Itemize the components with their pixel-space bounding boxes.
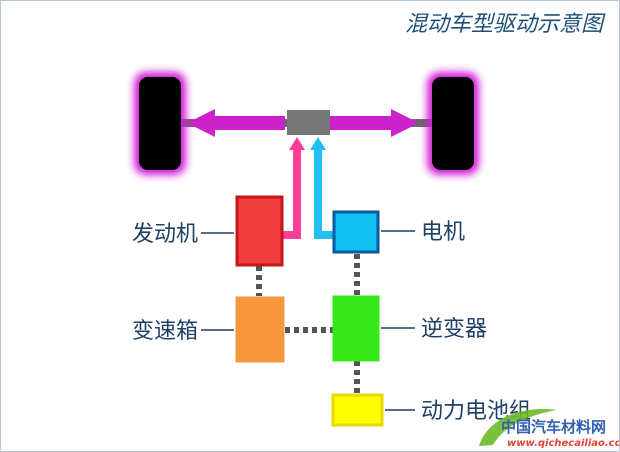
- right-drive-arrow: [327, 109, 419, 137]
- engine-power-path: [282, 137, 305, 239]
- motor-label: 电机: [421, 220, 465, 245]
- diagram-title: 混动车型驱动示意图: [405, 12, 606, 37]
- watermark-logo: 中国汽车材料网 www.qichecailiao.com: [479, 408, 619, 449]
- engine-box: [235, 195, 284, 267]
- gearbox-label: 变速箱: [132, 319, 198, 344]
- motor-box: [332, 210, 380, 254]
- right-wheel-tire: [432, 77, 474, 170]
- watermark-text: 中国汽车材料网: [501, 418, 606, 436]
- watermark-swoosh-icon: [479, 408, 557, 446]
- inverter-label: 逆变器: [421, 317, 487, 342]
- battery-box: [331, 393, 384, 427]
- differential: [287, 110, 330, 135]
- left-wheel: [134, 72, 186, 175]
- right-wheel: [427, 72, 479, 175]
- motor-power-path: [310, 137, 334, 239]
- left-drive-arrow: [187, 109, 285, 137]
- inverter-box: [332, 295, 380, 362]
- left-wheel-tire: [139, 77, 181, 170]
- engine-label: 发动机: [132, 222, 198, 247]
- gearbox-box: [235, 296, 285, 363]
- watermark-url: www.qichecailiao.com: [507, 438, 619, 449]
